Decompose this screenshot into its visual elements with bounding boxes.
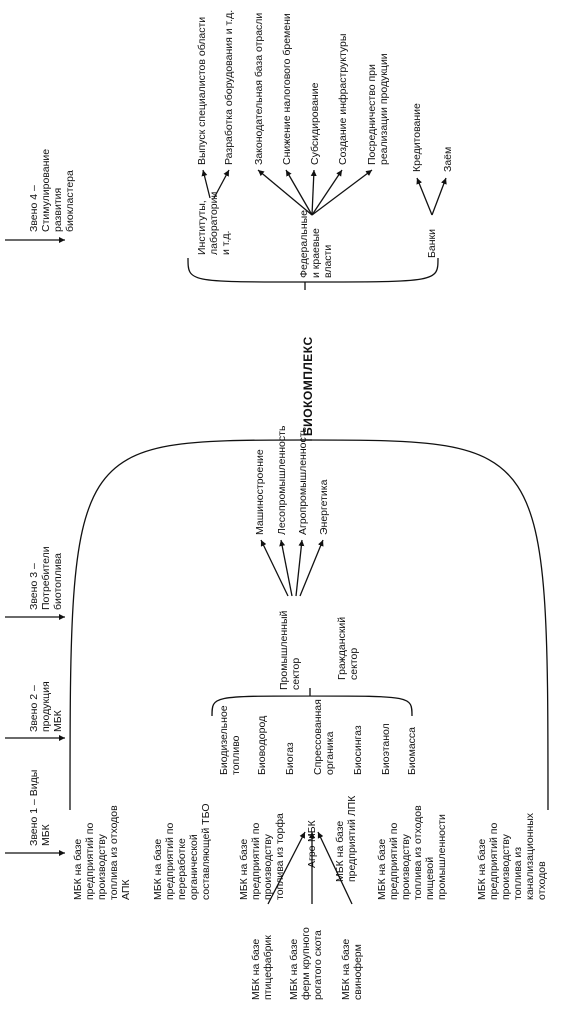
main-brace-left [69, 439, 306, 811]
authority-item-legislation: Законодательная база отрасли [253, 12, 265, 165]
product-biogas: Биогаз [284, 742, 296, 775]
authority-item-infrastructure: Создание инфраструктуры [337, 33, 349, 165]
mbk-type-4-agro: Агро-МБК [306, 820, 318, 868]
product-biohydrogen: Биоводород [256, 715, 268, 775]
industry-arrow-1 [260, 539, 289, 597]
industry-machine-building: Машиностроение [254, 449, 266, 535]
industry-energy: Энергетика [318, 479, 330, 535]
bank-item-loan: Заём [442, 146, 454, 172]
industry-agro: Агропромышленность [297, 427, 309, 535]
product-bioethanol: Биоэтанол [380, 723, 392, 775]
institute-item-equipment: Разработка оборудования и т.д. [223, 9, 235, 165]
agro-arrow-3 [317, 831, 353, 905]
agro-arrow-1 [267, 831, 306, 905]
product-biomass: Биомасса [406, 727, 418, 775]
bank-arrow-1 [416, 177, 433, 216]
institute-arrow-1 [201, 169, 211, 199]
authority-arrow-2 [285, 169, 313, 216]
authority-arrow-3 [310, 169, 317, 216]
authority-item-tax: Снижение налогового бремени [281, 13, 293, 165]
actor-banks: Банки [426, 229, 438, 258]
authority-arrow-1 [257, 169, 313, 216]
bank-item-lending: Кредитование [411, 103, 423, 172]
institute-arrow-2 [213, 169, 230, 199]
industry-arrow-4 [299, 539, 324, 597]
biocomplex-title: БИОКОМПЛЕКС [301, 336, 315, 436]
authority-arrow-4 [311, 169, 343, 216]
industry-timber: Лесопромышленность [276, 425, 288, 535]
institute-item-specialists: Выпуск специалистов области [196, 16, 208, 165]
authority-item-subsidies: Субсидирование [309, 82, 321, 165]
stimulus-brace [187, 257, 439, 290]
bank-arrow-2 [431, 177, 447, 216]
products-brace [211, 688, 413, 717]
product-biosyngas: Биосингаз [352, 725, 364, 775]
industry-arrow-3 [295, 539, 305, 597]
industry-arrow-2 [279, 539, 293, 597]
authority-arrow-5 [311, 169, 373, 216]
main-brace-right [304, 439, 549, 811]
